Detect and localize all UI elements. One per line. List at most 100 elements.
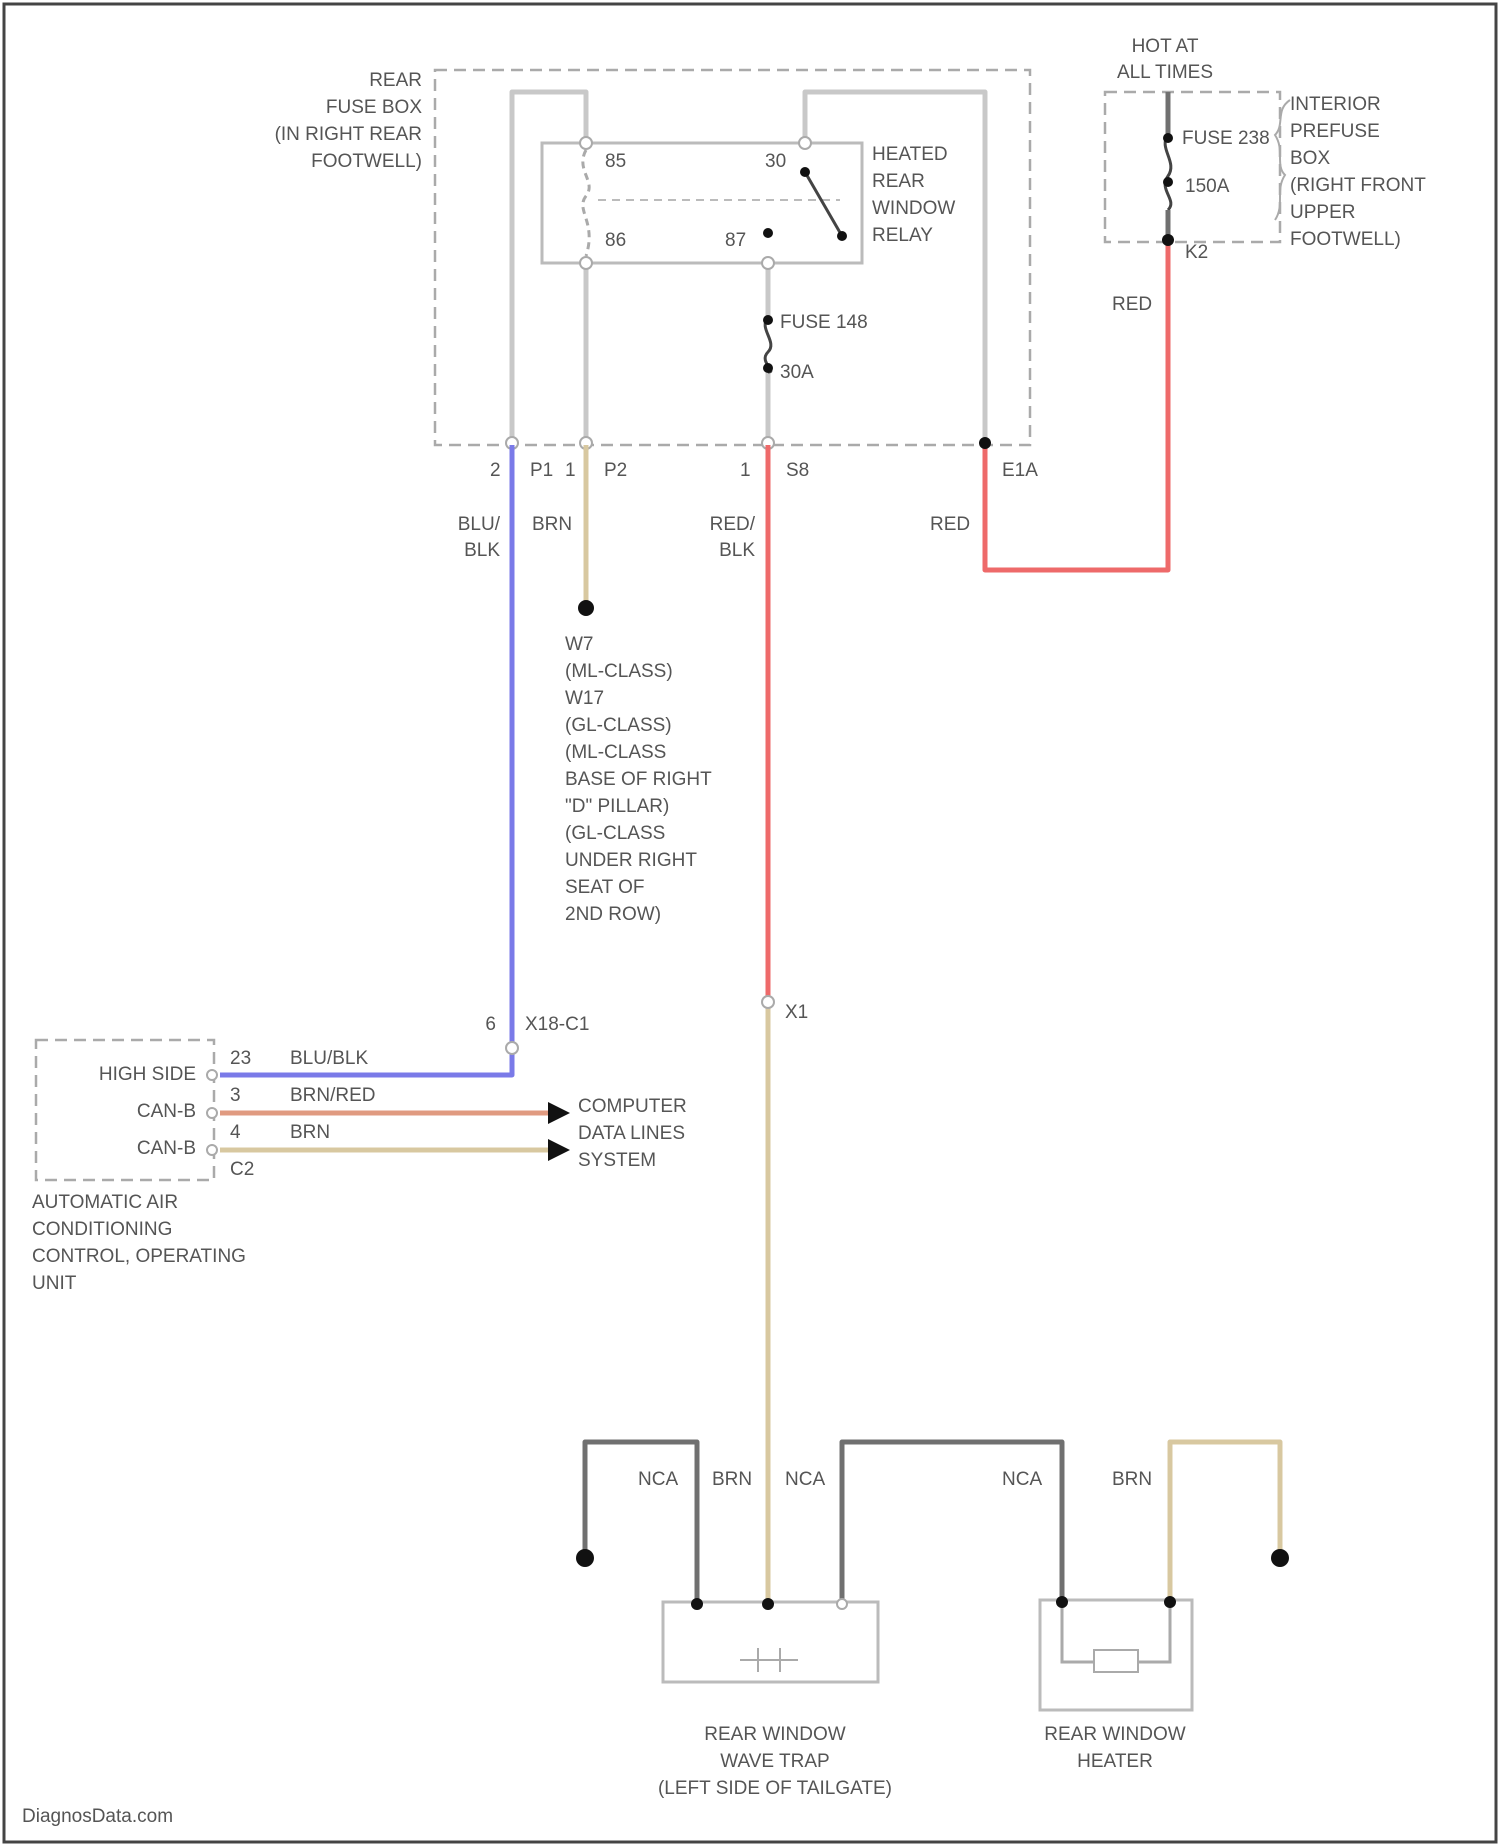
connector-pin — [207, 1070, 217, 1080]
wire-label-blu: BLU/ — [458, 514, 501, 535]
connector-p2-pin: 1 — [565, 460, 576, 481]
connector-pin — [207, 1145, 217, 1155]
label-line: FUSE BOX — [326, 97, 422, 118]
connector-pin — [580, 257, 592, 269]
connector-x18-pin-number: 6 — [485, 1014, 496, 1035]
connector-pin — [762, 257, 774, 269]
fuse-148-name: FUSE 148 — [780, 312, 868, 333]
label-line: (RIGHT FRONT — [1290, 175, 1426, 196]
wave-trap-pin — [691, 1598, 703, 1610]
label-line: REAR — [872, 171, 925, 192]
connector-s8-pin: 1 — [740, 460, 751, 481]
connector-p1-label: P1 — [530, 460, 553, 481]
relay-label: HEATED REAR WINDOW RELAY — [872, 144, 955, 246]
wire-label-red: RED — [930, 514, 970, 535]
label-line: UPPER — [1290, 202, 1355, 223]
watermark: DiagnosData.com — [22, 1806, 173, 1827]
wave-trap-symbol — [740, 1648, 798, 1672]
interior-prefuse-box-label: INTERIOR PREFUSE BOX (RIGHT FRONT UPPER … — [1290, 94, 1426, 250]
relay-pin-87: 87 — [725, 230, 746, 251]
label-line: WINDOW — [872, 198, 955, 219]
relay-pin-86: 86 — [605, 230, 626, 251]
label-line: REAR WINDOW — [704, 1724, 846, 1745]
relay-pin-85: 85 — [605, 151, 626, 172]
label-line: RELAY — [872, 225, 933, 246]
ac-row-wire: BLU/BLK — [290, 1048, 368, 1069]
label-line: FOOTWELL) — [1290, 229, 1401, 250]
wire-label-red: RED — [1112, 294, 1152, 315]
wire-label-nca: NCA — [785, 1469, 825, 1490]
connector-e1a-label: E1A — [1002, 460, 1038, 481]
rear-fuse-box-outline — [435, 70, 1030, 445]
relay-pin-30: 30 — [765, 151, 786, 172]
fuse-238-symbol — [1165, 135, 1171, 210]
label-line: UNDER RIGHT — [565, 850, 697, 871]
wave-trap-label: REAR WINDOW WAVE TRAP (LEFT SIDE OF TAIL… — [658, 1724, 892, 1799]
label-line: REAR WINDOW — [1044, 1724, 1186, 1745]
label-line: WAVE TRAP — [720, 1751, 829, 1772]
wire-brn-heater — [1170, 1442, 1280, 1602]
ac-connector-label: C2 — [230, 1159, 254, 1180]
label-line: DATA LINES — [578, 1123, 685, 1144]
label-line: (IN RIGHT REAR — [275, 124, 422, 145]
fuse-238-node — [1163, 177, 1173, 187]
label-line: (ML-CLASS — [565, 742, 666, 763]
label-line: REAR — [369, 70, 422, 91]
label-line: CONDITIONING — [32, 1219, 172, 1240]
heater-resistor-icon — [1094, 1650, 1138, 1672]
wire-label-red: RED/ — [710, 514, 756, 535]
arrow-icon — [548, 1139, 570, 1161]
label-line: BOX — [1290, 148, 1330, 169]
interior-prefuse-box-outline — [1105, 92, 1280, 242]
label-line: SEAT OF — [565, 877, 645, 898]
relay-pin-87-contact — [763, 228, 773, 238]
connector-x1-label: X1 — [785, 1002, 808, 1023]
diagram-frame — [4, 4, 1496, 1842]
label-line: HEATED — [872, 144, 948, 165]
relay-switch-pivot — [800, 167, 810, 177]
fuse-238-name: FUSE 238 — [1182, 128, 1270, 149]
ac-row-name: CAN-B — [137, 1101, 196, 1122]
label-line: INTERIOR — [1290, 94, 1381, 115]
label-line: (GL-CLASS — [565, 823, 665, 844]
label-line: W7 — [565, 634, 594, 655]
label-line: HEATER — [1077, 1751, 1153, 1772]
connector-pin — [580, 137, 592, 149]
relay-coil — [583, 150, 589, 256]
label-line: HOT AT — [1132, 36, 1199, 57]
label-line: AUTOMATIC AIR — [32, 1192, 178, 1213]
label-line: (GL-CLASS) — [565, 715, 672, 736]
splice-node — [979, 437, 991, 449]
connector-k2-label: K2 — [1185, 242, 1208, 263]
label-line: W17 — [565, 688, 604, 709]
label-line: "D" PILLAR) — [565, 796, 669, 817]
connector-s8-label: S8 — [786, 460, 809, 481]
hot-at-all-times-label: HOT AT ALL TIMES — [1117, 36, 1213, 83]
ac-row-wire: BRN — [290, 1122, 330, 1143]
wire-label-blk: BLK — [464, 540, 500, 561]
relay-switch-arm — [805, 172, 842, 236]
label-line: ALL TIMES — [1117, 62, 1213, 83]
label-line: BASE OF RIGHT — [565, 769, 712, 790]
ac-row-wire: BRN/RED — [290, 1085, 376, 1106]
ac-row-pin: 4 — [230, 1122, 241, 1143]
wire-label-brn: BRN — [532, 514, 572, 535]
wave-trap-box — [663, 1602, 878, 1682]
label-line: (ML-CLASS) — [565, 661, 673, 682]
fuse-148-node — [763, 315, 773, 325]
relay-switch-contact — [837, 231, 847, 241]
fuse-238-node — [1163, 133, 1173, 143]
connector-x18-pin — [506, 1042, 518, 1054]
ground-node — [576, 1549, 594, 1567]
wire-label-blk: BLK — [719, 540, 755, 561]
wire-label-nca: NCA — [638, 1469, 678, 1490]
ac-row-name: HIGH SIDE — [99, 1064, 196, 1085]
connector-x18-label: X18-C1 — [525, 1014, 589, 1035]
label-line: PREFUSE — [1290, 121, 1380, 142]
ac-row-pin: 3 — [230, 1085, 241, 1106]
connector-p2-label: P2 — [604, 460, 627, 481]
connector-x1-pin — [762, 996, 774, 1008]
wave-trap-pin — [837, 1599, 847, 1609]
splice-node — [1162, 234, 1174, 246]
